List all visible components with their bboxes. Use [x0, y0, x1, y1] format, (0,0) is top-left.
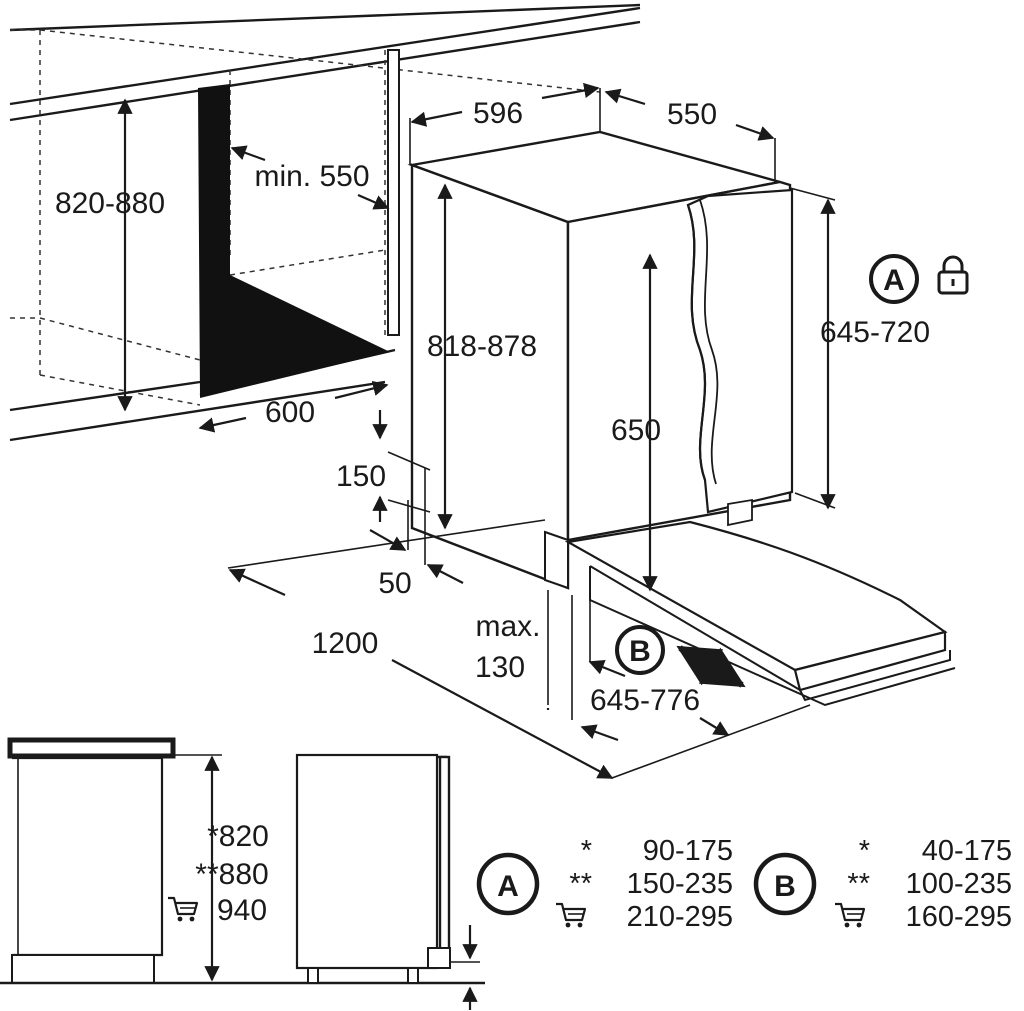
side-height-940-label: 940: [217, 894, 267, 927]
legend-a-letter: A: [497, 870, 519, 903]
legend-b-value-2: 100-235: [906, 868, 1012, 900]
legend-b-value-3: 160-295: [906, 901, 1012, 933]
niche-drawing: [9, 3, 956, 779]
marker-a-circle: [869, 254, 919, 304]
width-600-label: 600: [265, 396, 315, 429]
side-view-right: [295, 753, 480, 1010]
legend-b-circle: [753, 852, 817, 916]
legend-a-marker-2: **: [569, 868, 592, 900]
legend-b-marker-2: **: [847, 868, 870, 900]
legend-a-value-3: 210-295: [627, 901, 733, 933]
offset-150-label: 150: [336, 460, 386, 493]
legend-a-value-2: 150-235: [627, 868, 733, 900]
niche-height-label: 820-880: [55, 187, 165, 220]
legend-b-value-1: 40-175: [922, 835, 1012, 867]
min-depth-label: min. 550: [254, 160, 369, 193]
legend-a-value-1: 90-175: [643, 835, 733, 867]
side-height-880-label: **880: [195, 858, 268, 891]
depth-550-label: 550: [667, 98, 717, 131]
marker-b-letter: B: [629, 635, 651, 668]
marker-a-letter: A: [883, 264, 905, 297]
shopping-cart-icon: [554, 902, 587, 929]
appliance-height-label: 818-878: [427, 330, 537, 363]
length-1200-label: 1200: [312, 627, 379, 660]
lock-icon: [937, 255, 969, 295]
shopping-cart-icon: [166, 896, 199, 923]
side-view-left: [0, 737, 485, 985]
side-height-820-label: *820: [207, 820, 269, 853]
shopping-cart-icon: [833, 902, 866, 929]
range-645-776-label: 645-776: [590, 684, 700, 717]
offset-50-label: 50: [378, 567, 411, 600]
height-650-label: 650: [611, 414, 661, 447]
legend-b-letter: B: [774, 870, 796, 903]
door-height-label: 645-720: [820, 316, 930, 349]
max-130-label: 130: [475, 651, 525, 684]
marker-b-circle: [615, 625, 665, 675]
legend-a-circle: [476, 852, 540, 916]
max-label: max.: [475, 610, 540, 643]
legend-a-marker-1: *: [581, 835, 592, 867]
legend-b-marker-1: *: [859, 835, 870, 867]
width-596-label: 596: [473, 97, 523, 130]
